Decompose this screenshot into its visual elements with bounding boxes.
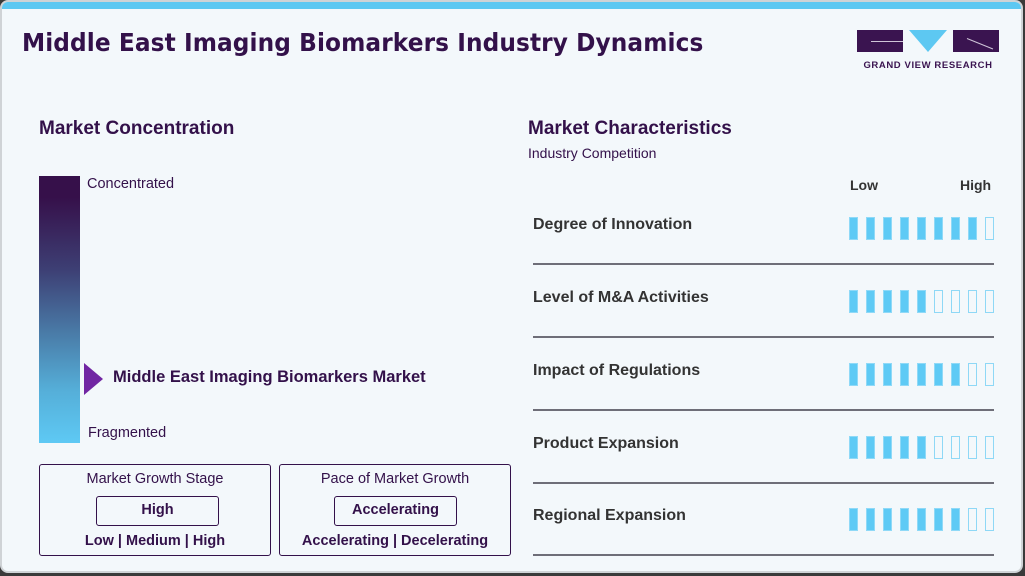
- rating-bar-filled: [866, 508, 875, 531]
- rating-bar-filled: [934, 217, 943, 240]
- rating-bar-filled: [883, 436, 892, 459]
- row-divider: [533, 482, 994, 484]
- rating-bar-filled: [849, 290, 858, 313]
- scale-low-label: Low: [850, 177, 878, 193]
- characteristic-label: Impact of Regulations: [533, 362, 701, 379]
- rating-bar-filled: [883, 508, 892, 531]
- rating-bar-filled: [951, 508, 960, 531]
- rating-bar-filled: [900, 363, 909, 386]
- growth-stage-options: Low | Medium | High: [84, 533, 226, 549]
- rating-bar-filled: [849, 363, 858, 386]
- pace-options: Accelerating | Decelerating: [301, 533, 489, 549]
- logo-v-triangle: [909, 30, 947, 52]
- rating-bar-empty: [985, 436, 994, 459]
- rating-bar-filled: [849, 508, 858, 531]
- rating-bar-filled: [900, 436, 909, 459]
- rating-bar-empty: [951, 436, 960, 459]
- row-divider: [533, 263, 994, 265]
- market-position-label: Middle East Imaging Biomarkers Market: [113, 368, 426, 386]
- rating-bars: [849, 290, 999, 313]
- growth-stage-value: High: [96, 496, 219, 526]
- rating-bar-filled: [900, 217, 909, 240]
- fragmented-label: Fragmented: [88, 425, 167, 441]
- rating-bar-filled: [866, 363, 875, 386]
- rating-bar-empty: [968, 363, 977, 386]
- page-title: Middle East Imaging Biomarkers Industry …: [22, 28, 704, 57]
- characteristic-label: Product Expansion: [533, 435, 679, 452]
- rating-bar-empty: [968, 290, 977, 313]
- pace-heading: Pace of Market Growth: [320, 471, 470, 487]
- characteristic-label: Regional Expansion: [533, 507, 686, 524]
- rating-bars: [849, 436, 999, 459]
- rating-bar-filled: [917, 436, 926, 459]
- rating-bar-filled: [883, 363, 892, 386]
- rating-bars: [849, 508, 999, 531]
- rating-bar-filled: [917, 508, 926, 531]
- scale-high-label: High: [960, 177, 992, 193]
- rating-bars: [849, 217, 999, 240]
- growth-stage-heading: Market Growth Stage: [86, 471, 224, 487]
- rating-bars: [849, 363, 999, 386]
- accent-bar: [2, 2, 1021, 9]
- rating-bar-filled: [900, 290, 909, 313]
- rating-bar-filled: [968, 217, 977, 240]
- rating-bar-empty: [985, 290, 994, 313]
- rating-bar-filled: [917, 217, 926, 240]
- characteristic-label: Degree of Innovation: [533, 216, 693, 233]
- rating-bar-filled: [849, 217, 858, 240]
- rating-bar-filled: [917, 290, 926, 313]
- rating-bar-filled: [883, 217, 892, 240]
- rating-bar-filled: [917, 363, 926, 386]
- rating-bar-empty: [968, 436, 977, 459]
- rating-bar-empty: [934, 436, 943, 459]
- industry-competition-subheading: Industry Competition: [528, 145, 657, 161]
- rating-bar-filled: [951, 217, 960, 240]
- pace-value: Accelerating: [334, 496, 457, 526]
- grand-view-research-logo: GRAND VIEW RESEARCH: [857, 30, 999, 72]
- rating-bar-filled: [900, 508, 909, 531]
- row-divider: [533, 336, 994, 338]
- concentrated-label: Concentrated: [87, 176, 175, 192]
- row-divider: [533, 409, 994, 411]
- rating-bar-filled: [934, 363, 943, 386]
- logo-text: GRAND VIEW RESEARCH: [863, 60, 993, 71]
- market-characteristics-heading: Market Characteristics: [528, 118, 732, 139]
- rating-bar-empty: [968, 508, 977, 531]
- concentration-gradient-bar: [39, 176, 80, 443]
- rating-bar-empty: [985, 217, 994, 240]
- rating-bar-filled: [934, 508, 943, 531]
- rating-bar-filled: [866, 436, 875, 459]
- rating-bar-empty: [951, 290, 960, 313]
- rating-bar-empty: [985, 508, 994, 531]
- row-divider: [533, 554, 994, 556]
- market-growth-stage-box: Market Growth Stage High Low | Medium | …: [39, 464, 271, 556]
- pace-of-growth-box: Pace of Market Growth Accelerating Accel…: [279, 464, 511, 556]
- rating-bar-filled: [866, 290, 875, 313]
- rating-bar-filled: [883, 290, 892, 313]
- market-concentration-heading: Market Concentration: [39, 118, 235, 139]
- logo-g-line: [871, 41, 903, 42]
- rating-bar-empty: [985, 363, 994, 386]
- rating-bar-filled: [849, 436, 858, 459]
- market-position-pointer-icon: [84, 363, 103, 395]
- rating-bar-filled: [951, 363, 960, 386]
- characteristic-label: Level of M&A Activities: [533, 289, 709, 306]
- rating-bar-filled: [866, 217, 875, 240]
- rating-bar-empty: [934, 290, 943, 313]
